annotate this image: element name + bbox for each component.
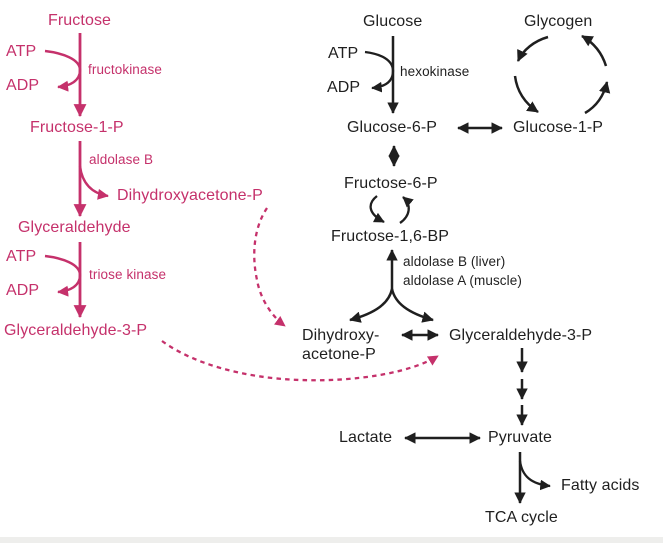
bottom-edge-strip — [0, 537, 663, 543]
node-glyceraldehyde-3-p-black: Glyceraldehyde-3-P — [449, 327, 593, 344]
node-fatty-acids: Fatty acids — [561, 477, 640, 494]
cofactor-atp-triosekinase: ATP — [6, 248, 37, 265]
node-glyceraldehyde: Glyceraldehyde — [18, 219, 131, 236]
cofactor-adp-triosekinase: ADP — [6, 282, 40, 299]
node-lactate: Lactate — [339, 429, 393, 446]
cofactor-atp-hexokinase: ATP — [328, 45, 359, 62]
node-glyceraldehyde-3-p-pink: Glyceraldehyde-3-P — [4, 322, 148, 339]
arrow-branch-to-dihydroxyacetonep — [78, 165, 109, 200]
cofactor-adp-fructokinase: ADP — [6, 77, 40, 94]
node-fructose-1-p: Fructose-1-P — [30, 119, 124, 136]
node-fructose-1-6-bp: Fructose-1,6-BP — [331, 228, 449, 245]
arrow-aldolase-branch-left — [349, 288, 394, 323]
arrow-f16bp-to-f6p-cycle — [399, 196, 414, 224]
enzyme-aldolase-b-liver: aldolase B (liver) — [403, 254, 506, 269]
glycolysis-arrows — [349, 34, 611, 504]
cofactor-adp-hexokinase: ADP — [327, 79, 361, 96]
node-glycogen: Glycogen — [524, 13, 593, 30]
cofactor-atp-fructokinase: ATP — [6, 43, 37, 60]
fructose-pathway-arrows — [44, 33, 439, 382]
arrow-glycogen-cycle-right-bottom — [584, 81, 611, 115]
node-dihydroxyacetone-p-line2: acetone-P — [302, 346, 376, 363]
node-dihydroxyacetone-p-pink: Dihydroxyacetone-P — [117, 187, 263, 204]
node-glucose-1-p: Glucose-1-P — [513, 119, 604, 136]
arrow-atp-adp-fructokinase — [44, 49, 82, 92]
enzyme-fructokinase: fructokinase — [88, 62, 162, 77]
enzyme-aldolase-b: aldolase B — [89, 152, 154, 167]
enzyme-aldolase-a-muscle: aldolase A (muscle) — [403, 273, 522, 288]
node-dihydroxyacetone-p-line1: Dihydroxy- — [302, 327, 380, 344]
node-glucose: Glucose — [363, 13, 423, 30]
arrow-glycogen-cycle-right-top — [581, 34, 608, 67]
enzyme-triose-kinase: triose kinase — [89, 267, 167, 282]
arrow-aldolase-branch-right — [390, 288, 434, 323]
arrow-atp-adp-hexokinase — [364, 50, 395, 93]
arrow-glycogen-cycle-left-bottom — [513, 75, 539, 114]
node-fructose-6-p: Fructose-6-P — [344, 175, 438, 192]
node-pyruvate: Pyruvate — [488, 429, 552, 446]
arrow-f6p-to-f16bp-cycle — [369, 195, 385, 224]
node-tca-cycle: TCA cycle — [485, 509, 558, 526]
arrow-glycogen-cycle-left-top — [516, 35, 549, 62]
dashed-arrow-dhap-pink-to-dhap-black — [253, 207, 286, 327]
enzyme-hexokinase: hexokinase — [400, 64, 470, 79]
arrow-atp-adp-triosekinase — [44, 254, 82, 297]
dashed-arrow-g3p-pink-to-g3p-black — [161, 340, 439, 382]
node-glucose-6-p: Glucose-6-P — [347, 119, 438, 136]
node-fructose: Fructose — [48, 12, 112, 29]
arrow-pyruvate-to-fattyacids — [518, 460, 551, 491]
